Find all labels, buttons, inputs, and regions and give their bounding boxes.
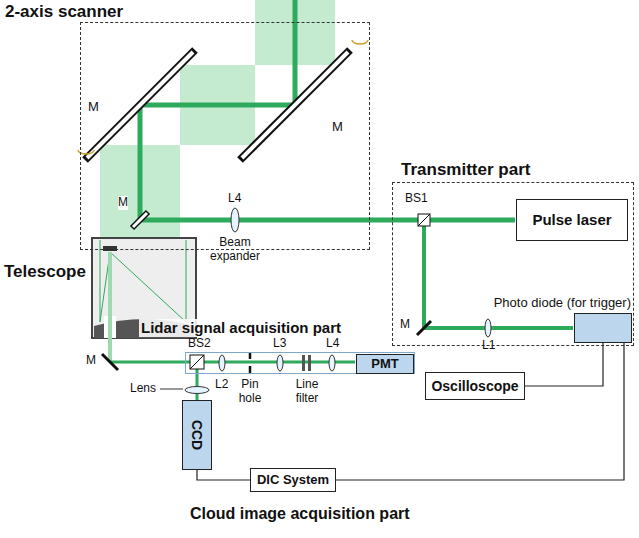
box-label: Pulse laser [532, 211, 611, 228]
part-label: Line filter [285, 378, 329, 406]
steering-mirror [133, 213, 147, 227]
beam-band [100, 0, 335, 238]
box-label: PMT [371, 357, 398, 372]
lens [329, 355, 335, 371]
part-heading: Cloud image acquisition part [190, 505, 410, 523]
rotation-symbol [352, 40, 368, 44]
lens [219, 355, 225, 371]
light-ray [100, 240, 101, 322]
signal-wire [336, 343, 624, 480]
dic-box: DIC System [250, 468, 336, 492]
laser-beam [140, 0, 515, 220]
acquisition-bar: Lidar signal acquisition partPMT [185, 352, 415, 374]
box-label: Oscilloscope [431, 378, 518, 394]
lens [185, 387, 209, 394]
leader-line [160, 389, 183, 390]
part-label: M [118, 196, 128, 210]
part-label: M [332, 120, 343, 135]
part-label: L4 [228, 192, 241, 206]
beam-splitter [418, 214, 430, 226]
signal-wire [525, 343, 603, 386]
laser-box: Pulse laser [516, 199, 628, 241]
photodiode-box: Photo diode (for trigger) [574, 313, 632, 343]
part-label: M [88, 100, 99, 115]
mirror [102, 354, 118, 370]
part-label: M [400, 318, 410, 332]
part-label: M [86, 354, 96, 368]
transmitter-region: Transmitter partPulse laserPhoto diode (… [392, 182, 634, 346]
secondary-mirror [103, 246, 117, 251]
lens [485, 319, 491, 337]
region-heading: Transmitter part [401, 160, 530, 180]
scanner-mirror [242, 52, 348, 158]
scanner-mirror [240, 50, 350, 160]
box-label: CCD [189, 420, 205, 450]
part-label: L2 [215, 378, 228, 392]
beam-splitter [190, 355, 204, 369]
region-heading: Lidar signal acquisition part [139, 319, 343, 337]
signal-wire [197, 470, 250, 480]
oscilloscope-box: Oscilloscope [425, 372, 525, 400]
part-label: Lens [130, 382, 156, 396]
part-label: Pin hole [230, 378, 270, 406]
region-heading: 2-axis scanner [5, 2, 123, 22]
line-filter [308, 355, 311, 371]
line-filter [302, 355, 305, 371]
steering-mirror [132, 212, 148, 228]
part-heading: Telescope [4, 262, 86, 282]
scanner-region: 2-axis scanner [80, 22, 370, 250]
pinhole [249, 366, 252, 374]
scanner-mirror [85, 50, 195, 160]
region-heading: Photo diode (for trigger) [494, 295, 631, 311]
light-ray [110, 252, 186, 322]
ccd-box: CCD [182, 400, 212, 470]
part-label: L1 [482, 339, 495, 353]
mirror [417, 321, 431, 335]
part-label: Beam expander [198, 236, 272, 264]
part-label: L3 [273, 337, 286, 351]
scanner-mirror [87, 52, 193, 158]
light-ray [186, 240, 187, 322]
lens [277, 355, 283, 371]
return-beam [110, 361, 355, 364]
box-label: DIC System [257, 473, 329, 488]
lens [231, 208, 239, 232]
beam-splitter [418, 214, 430, 226]
part-label: BS1 [405, 192, 428, 206]
part-label: L4 [326, 337, 339, 351]
beam-splitter [190, 355, 204, 369]
pinhole [249, 352, 252, 359]
pmt-box: PMT [356, 354, 414, 374]
part-label: BS2 [188, 337, 211, 351]
return-beam [108, 252, 112, 362]
